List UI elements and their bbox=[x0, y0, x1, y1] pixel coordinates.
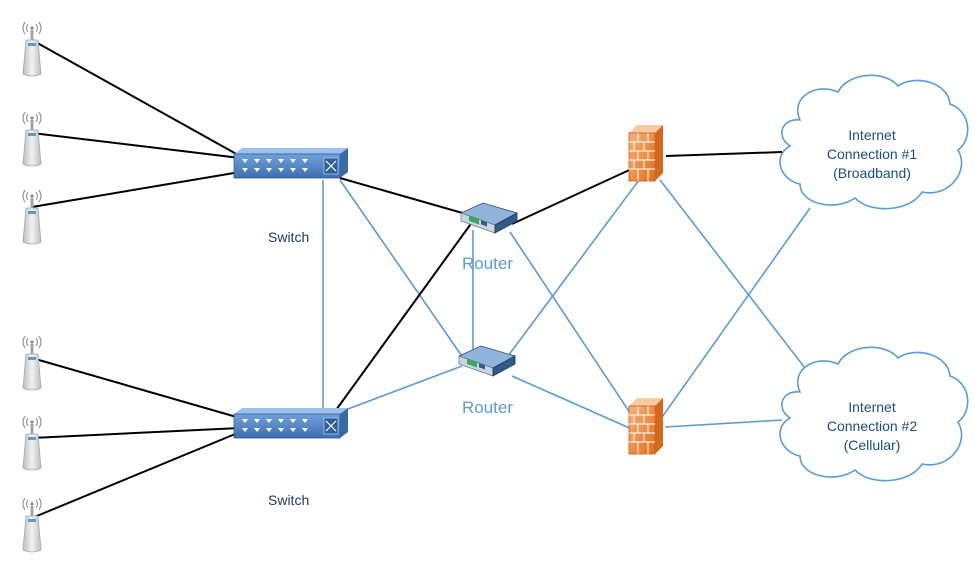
link-ap2-switch-top bbox=[31, 132, 241, 159]
switch-icon bbox=[233, 147, 349, 179]
link-switch-top-router-bottom bbox=[339, 179, 467, 363]
switch-label: Switch bbox=[268, 229, 309, 245]
wireless-access-point-icon bbox=[22, 497, 42, 553]
wireless-access-point-icon bbox=[22, 189, 42, 245]
wireless-access-point-icon bbox=[22, 415, 42, 471]
link-firewall-top-internet-2 bbox=[659, 179, 809, 373]
link-router-bottom-firewall-top bbox=[507, 175, 643, 357]
link-switch-top-router-top bbox=[339, 177, 467, 215]
cloud-label-line: Connection #2 bbox=[827, 418, 918, 434]
switch-label: Switch bbox=[268, 492, 309, 508]
cloud-icon bbox=[779, 74, 969, 210]
router-icon bbox=[458, 345, 516, 377]
link-ap6-switch-bottom bbox=[31, 431, 241, 519]
link-ap3-switch-top bbox=[31, 171, 241, 208]
cloud-label-line: (Broadband) bbox=[833, 165, 911, 181]
link-switch-bottom-router-bottom bbox=[339, 365, 463, 413]
link-ap5-switch-bottom bbox=[31, 427, 241, 439]
link-switch-bottom-router-top bbox=[335, 213, 479, 411]
router-icon bbox=[460, 202, 518, 234]
link-ap4-switch-bottom bbox=[31, 357, 241, 419]
router-label: Router bbox=[462, 254, 513, 273]
link-router-top-firewall-bottom bbox=[509, 231, 641, 429]
cloud-label-line: Internet bbox=[848, 127, 896, 143]
link-firewall-bottom-internet-1 bbox=[659, 207, 811, 421]
switch-icon bbox=[233, 407, 349, 439]
link-router-bottom-firewall-bottom bbox=[511, 375, 635, 431]
connection-lines bbox=[31, 39, 811, 519]
link-router-top-firewall-top bbox=[511, 165, 639, 225]
cloud-icon bbox=[779, 346, 969, 482]
router-label: Router bbox=[462, 398, 513, 417]
cloud-label-line: (Cellular) bbox=[844, 437, 901, 453]
cloud-label-line: Connection #1 bbox=[827, 146, 918, 162]
link-ap1-switch-top bbox=[31, 39, 241, 157]
access-points bbox=[22, 21, 42, 553]
wireless-access-point-icon bbox=[22, 111, 42, 167]
internet-cloud-1: Internet Connection #1 (Broadband) bbox=[779, 74, 969, 210]
cloud-label-line: Internet bbox=[848, 399, 896, 415]
wireless-access-point-icon bbox=[22, 21, 42, 77]
internet-cloud-2: Internet Connection #2 (Cellular) bbox=[779, 346, 969, 482]
link-firewall-bottom-internet-2 bbox=[664, 419, 783, 428]
link-firewall-top-internet-1 bbox=[665, 151, 783, 157]
firewall-icon bbox=[628, 397, 664, 455]
firewall-icon bbox=[628, 124, 664, 182]
wireless-access-point-icon bbox=[22, 335, 42, 391]
